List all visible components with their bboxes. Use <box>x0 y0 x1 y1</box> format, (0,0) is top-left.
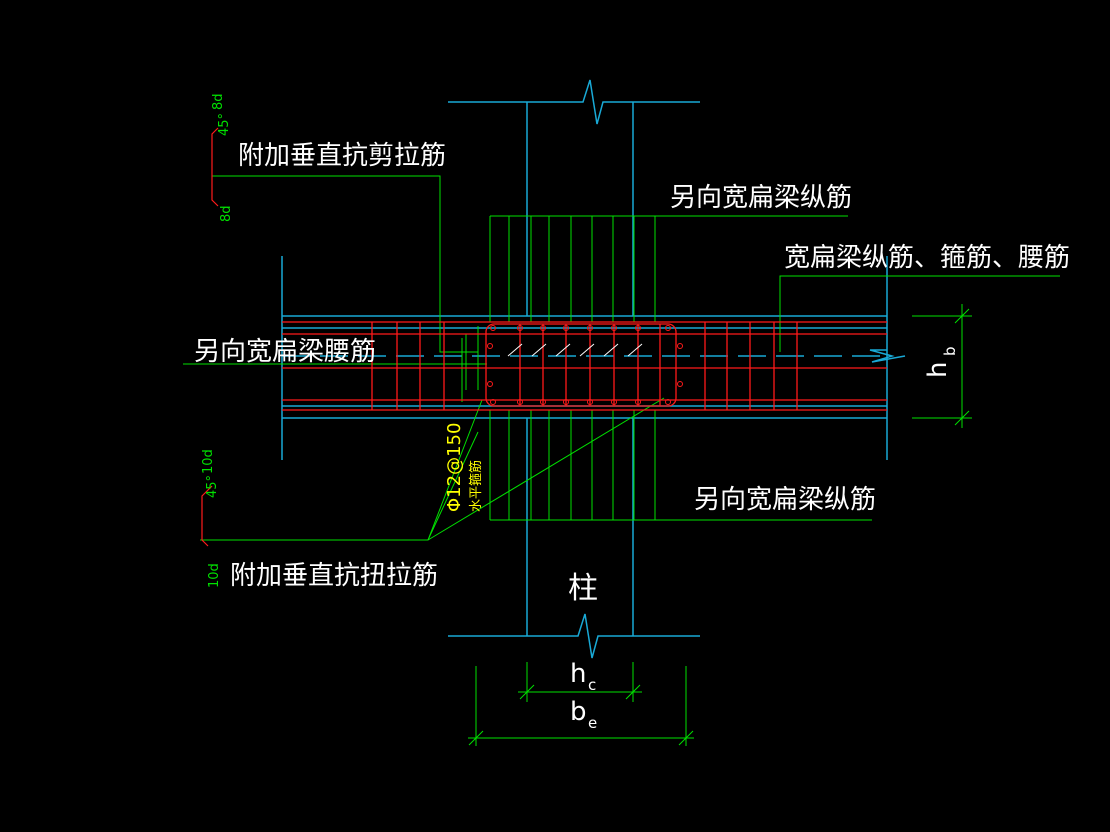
hc-sub: c <box>588 676 596 694</box>
hook-bottom-a: 10d <box>201 449 216 474</box>
dimension-hb: h b <box>923 346 959 378</box>
hc-main: h <box>570 659 586 689</box>
rebar-spec: Φ12@150 水平箍筋 <box>444 423 484 512</box>
main-beam-rebar <box>282 321 887 411</box>
hook-symbols <box>201 127 219 547</box>
other-beam-top-label: 另向宽扁梁纵筋 <box>670 183 852 213</box>
tie-marks <box>507 343 643 357</box>
hook-bottom-angle: 45° <box>205 475 220 498</box>
stirrup-note-label: 水平箍筋 <box>468 460 484 512</box>
be-main: b <box>570 697 587 727</box>
hb-sub: b <box>941 346 959 356</box>
other-beam-bars <box>183 175 1060 746</box>
hook-bottom-b: 10d <box>207 563 222 588</box>
hook-labels: 8d 45° 8d 10d 45° 10d <box>201 93 234 588</box>
shear-tie-label: 附加垂直抗剪拉筋 <box>238 141 446 171</box>
other-beam-waist-label: 另向宽扁梁腰筋 <box>194 337 376 367</box>
hb-main: h <box>923 362 953 378</box>
dimension-hc: h c <box>570 659 596 694</box>
other-beam-bottom-label: 另向宽扁梁纵筋 <box>694 485 876 515</box>
main-beam-bars-label: 宽扁梁纵筋、箍筋、腰筋 <box>784 243 1070 273</box>
torsion-tie-label: 附加垂直抗扭拉筋 <box>230 561 438 591</box>
labels: 附加垂直抗剪拉筋 另向宽扁梁纵筋 宽扁梁纵筋、箍筋、腰筋 另向宽扁梁腰筋 另向宽… <box>194 141 1070 606</box>
dimension-be: b e <box>570 697 597 732</box>
column-label: 柱 <box>568 571 598 606</box>
beam-outline <box>281 256 906 460</box>
hook-top-angle: 45° <box>217 113 232 136</box>
be-sub: e <box>588 714 597 732</box>
column-outline <box>448 79 700 659</box>
hook-top-a: 8d <box>211 93 226 110</box>
rebar-spec-label: Φ12@150 <box>444 423 465 512</box>
bar-dots <box>487 325 683 405</box>
hook-top-b: 8d <box>219 205 234 222</box>
